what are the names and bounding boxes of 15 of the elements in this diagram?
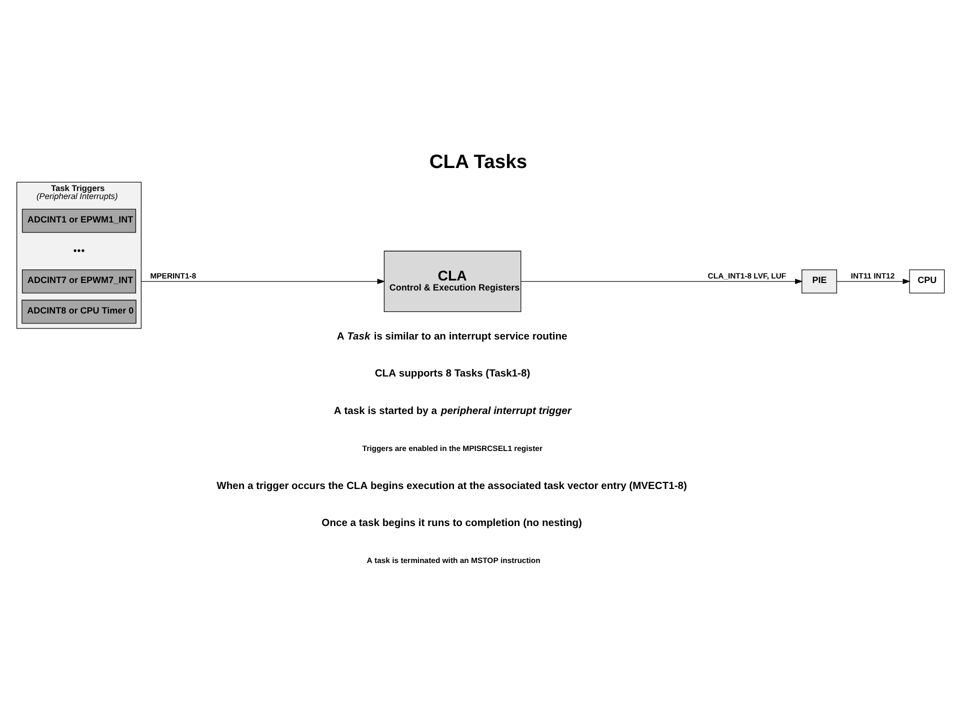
node-box: ADCINT7 or EPWM7_INT [22,269,136,293]
label: When a trigger occurs the CLA begins execution at the associated task vector entry (MVECT1-8) [216,480,687,492]
diagram-title: CLA Tasks [429,151,528,172]
arrow [836,278,910,284]
node-box: ADCINT8 or CPU Timer 0 [22,299,136,324]
node-box: ADCINT1 or EPWM1_INT [22,208,136,232]
label: A Task is similar to an interrupt service routine [336,330,568,342]
node-box: CPU [909,269,945,293]
arrow [140,278,386,284]
arrow [520,278,803,284]
label: A task is started by a peripheral interrupt trigger [334,406,572,417]
node-box: PIE [802,269,838,293]
label: CLA supports 8 Tasks (Task1-8) [374,368,530,380]
label: Once a task begins it runs to completion (no nesting) [322,518,582,529]
node-box: CLA Control & Execution Registers [384,250,522,312]
